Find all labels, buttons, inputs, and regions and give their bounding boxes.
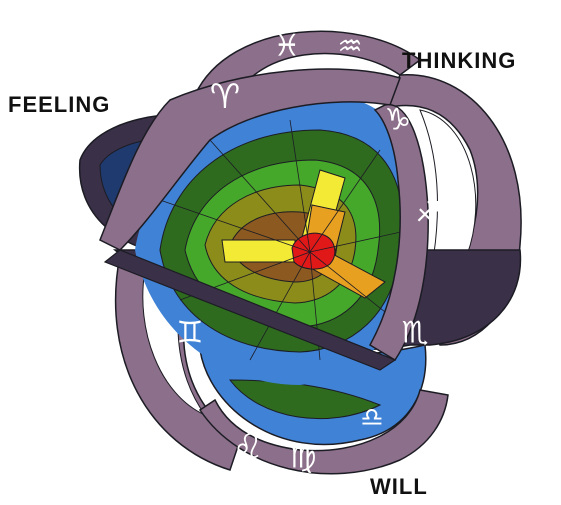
leo-glyph: ♌	[233, 427, 263, 467]
capricorn-glyph: ♑	[385, 103, 412, 138]
libra-glyph: ♎	[360, 403, 383, 433]
feeling-label: FEELING	[8, 92, 110, 118]
virgo-glyph: ♍	[290, 441, 317, 476]
sagittarius-glyph: ♐	[415, 196, 440, 229]
scorpio-glyph: ♏	[402, 316, 429, 351]
thinking-label: THINKING	[402, 48, 516, 74]
will-label: WILL	[370, 474, 428, 500]
aries-glyph: ♈	[210, 77, 240, 117]
gemini-glyph: ♊	[177, 316, 204, 351]
aquarius-glyph: ♒	[337, 30, 362, 63]
pisces-glyph: ♓	[274, 29, 301, 64]
